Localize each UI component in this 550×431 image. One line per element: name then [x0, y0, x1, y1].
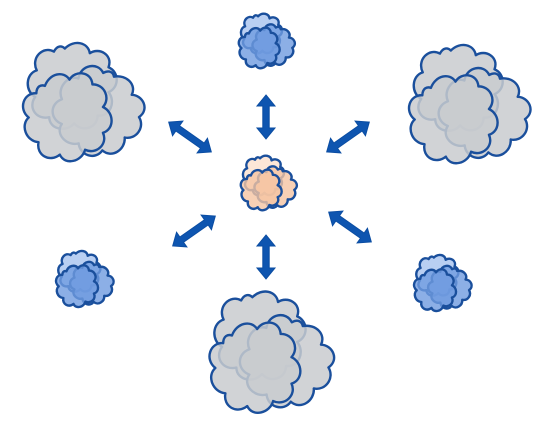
cluster-top-left	[7, 41, 161, 176]
cluster-bottom-left	[48, 249, 123, 315]
cluster-bottom	[193, 290, 351, 428]
double-arrow-upper-left-icon	[168, 120, 212, 154]
cluster-bottom-right	[406, 253, 481, 319]
double-arrow-upper-right-icon	[326, 120, 370, 154]
double-arrow-up-icon	[255, 94, 277, 140]
clusters-layer	[7, 12, 547, 428]
cluster-center	[233, 154, 306, 218]
double-arrow-lower-right-icon	[328, 210, 372, 244]
arrows-layer	[168, 94, 372, 280]
cluster-top-right	[393, 43, 547, 178]
double-arrow-lower-left-icon	[172, 214, 216, 248]
cluster-top	[231, 12, 304, 76]
double-arrow-down-icon	[255, 234, 277, 280]
